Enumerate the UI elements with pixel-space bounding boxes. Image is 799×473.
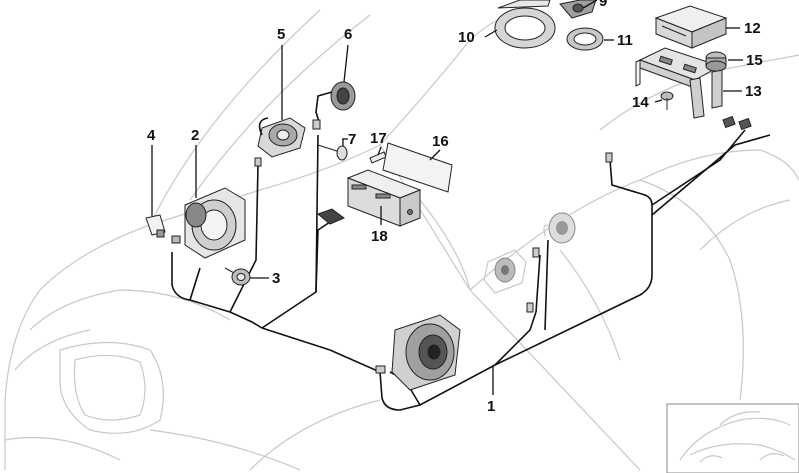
wiring-harness — [171, 129, 771, 411]
speaker-5 — [254, 117, 306, 167]
harness-connectors-right — [526, 115, 752, 313]
bolt-14 — [660, 91, 674, 110]
leader-lines — [151, 0, 743, 395]
callout-10: 10 — [458, 29, 475, 46]
callout-13: 13 — [745, 83, 762, 100]
callout-12: 12 — [744, 20, 761, 37]
amplifier-12 — [654, 5, 728, 49]
callout-2: 2 — [191, 127, 199, 144]
rear-speaker-left — [483, 249, 527, 294]
callout-18: 18 — [371, 228, 388, 245]
inset-thumbnail — [666, 403, 799, 473]
callout-labels: 1 2 3 4 5 6 7 9 10 11 12 13 14 15 16 17 … — [147, 0, 763, 415]
bracket-13 — [635, 47, 723, 119]
speaker-6 — [312, 81, 356, 130]
callout-6: 6 — [344, 26, 352, 43]
screw-7 — [317, 144, 348, 161]
callout-17: 17 — [370, 130, 387, 147]
callout-3: 3 — [272, 270, 280, 287]
callout-4: 4 — [147, 127, 156, 144]
speaker-2 — [184, 187, 246, 259]
ring-11 — [566, 27, 604, 51]
callout-14: 14 — [632, 94, 649, 111]
rear-speaker-right — [543, 212, 576, 244]
connector-4 — [145, 214, 181, 244]
callout-1: 1 — [487, 398, 495, 415]
speaker-ring-10 — [494, 0, 556, 49]
callout-9: 9 — [599, 0, 607, 10]
cover-plate-16 — [382, 142, 453, 193]
callout-15: 15 — [746, 52, 763, 69]
callout-16: 16 — [432, 133, 449, 150]
mounting-frame-18 — [346, 169, 422, 227]
callout-5: 5 — [277, 26, 285, 43]
nut-15 — [705, 51, 727, 72]
callout-7: 7 — [348, 131, 356, 148]
door-speaker — [375, 314, 461, 391]
screw-3 — [224, 267, 251, 286]
connector-block — [317, 208, 345, 225]
speaker-9 — [559, 0, 597, 19]
car-body-outline — [4, 4, 799, 471]
callout-11: 11 — [617, 32, 633, 49]
